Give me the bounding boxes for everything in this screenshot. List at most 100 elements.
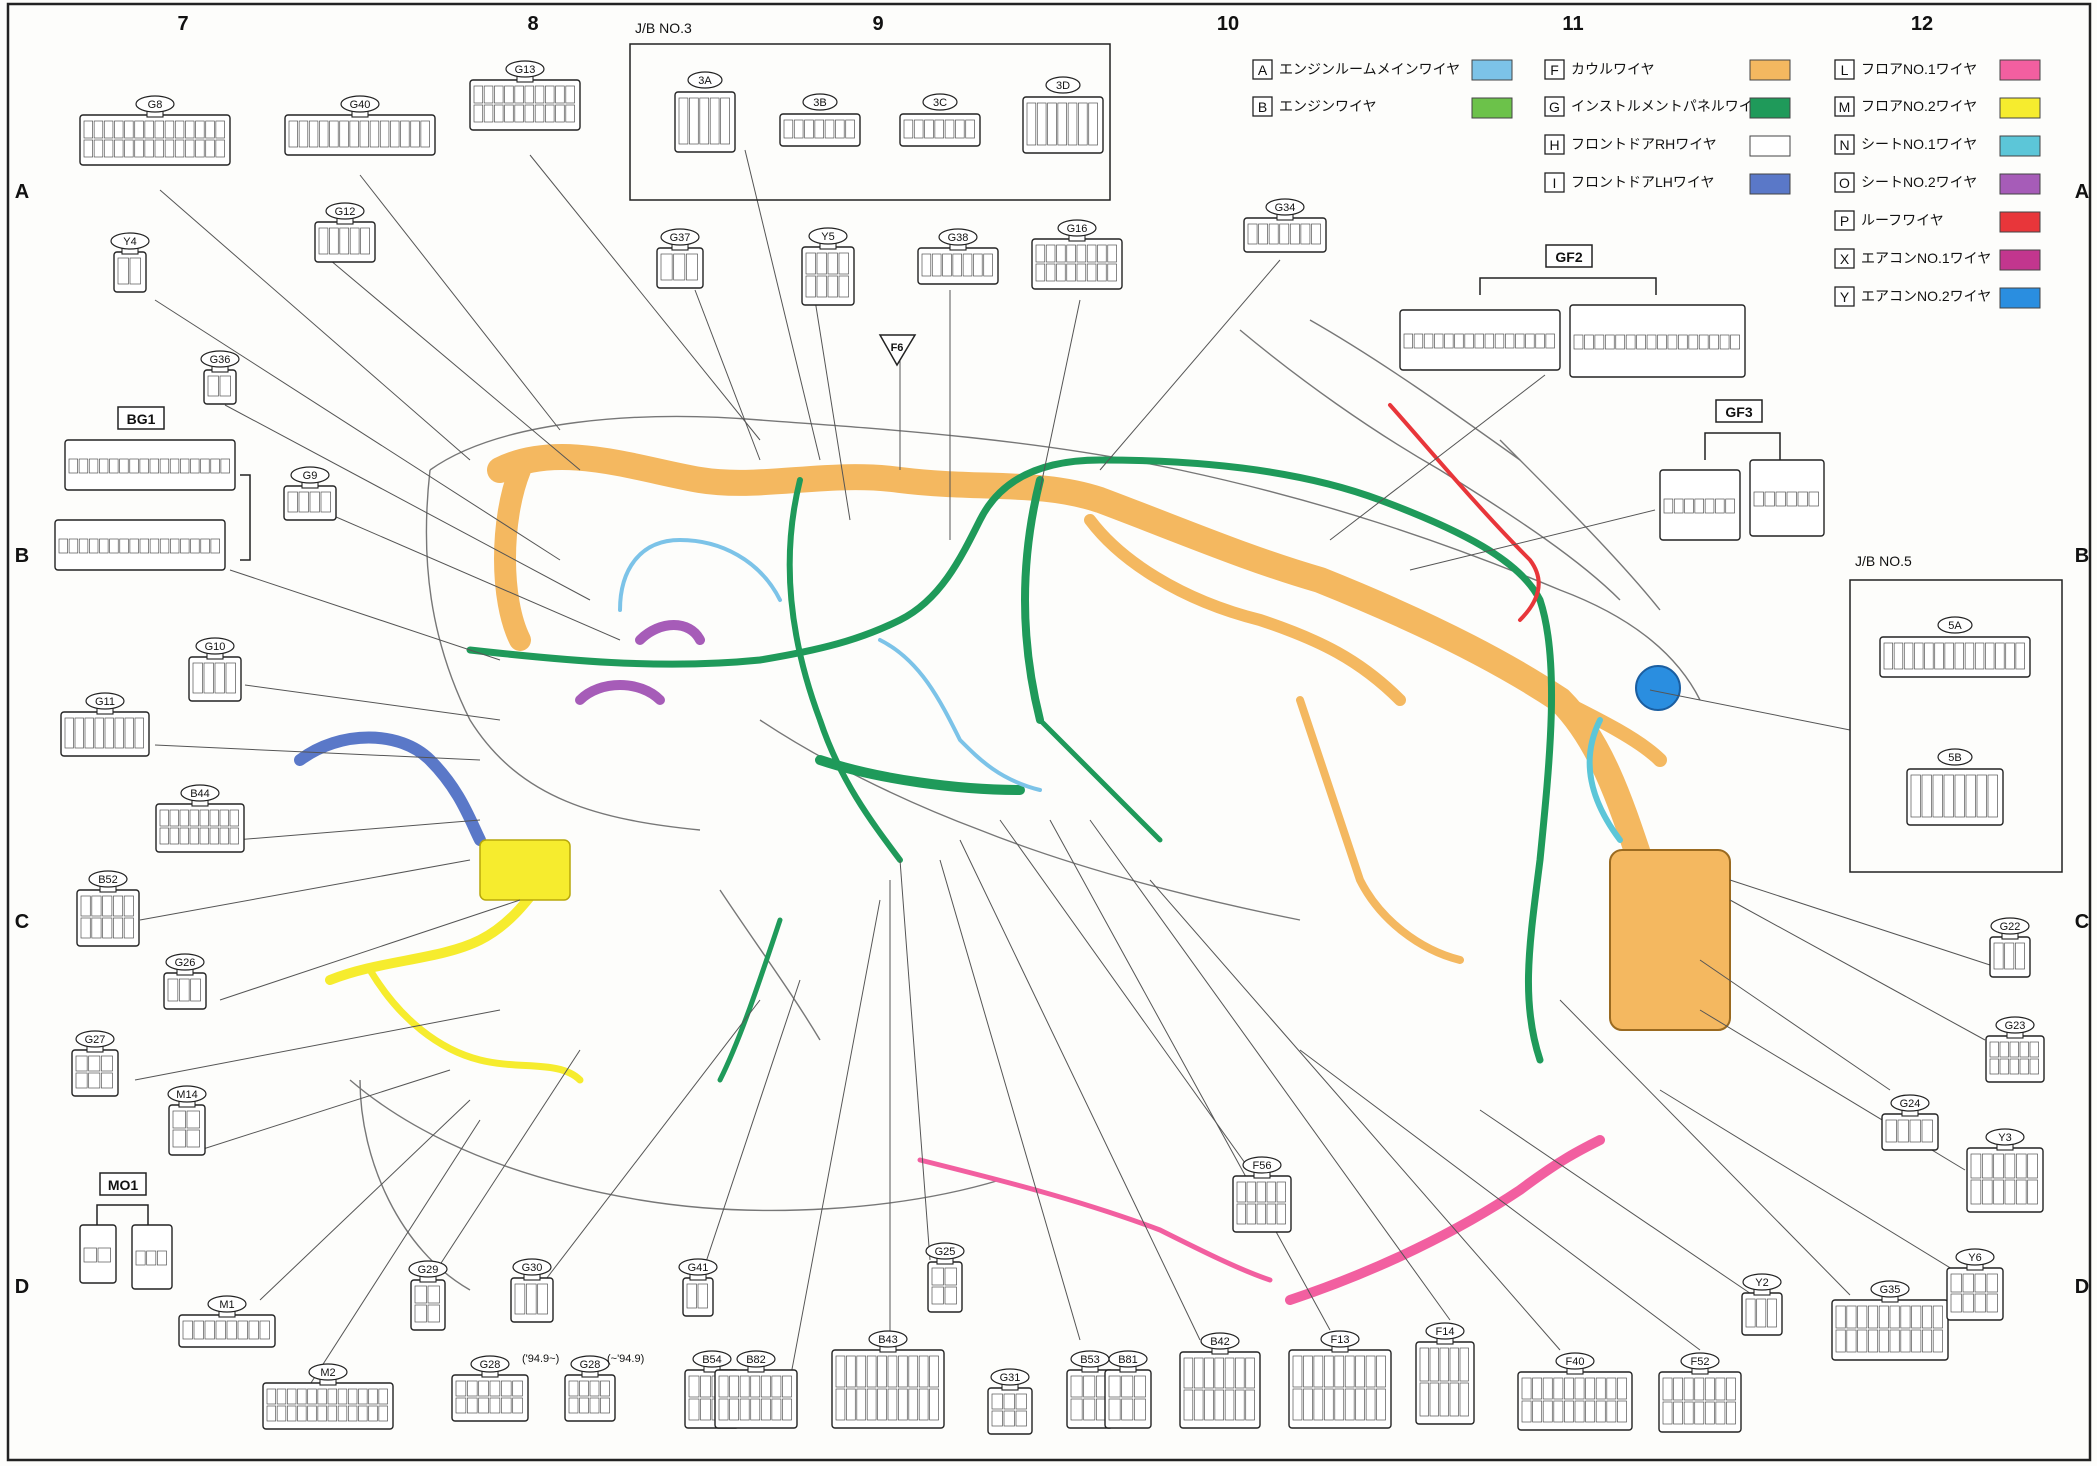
legend-name: カウルワイヤ	[1571, 61, 1655, 77]
group-labels: BG1 GF2 GF3 MO1 F6	[96, 244, 1781, 1225]
connector-y5: Y5	[801, 227, 855, 306]
connector-g8: G8	[79, 95, 231, 166]
connector-tag	[1320, 1330, 1360, 1348]
connector-y4: Y4	[110, 232, 150, 293]
connector-label: B53	[1080, 1354, 1100, 1366]
connector-f56: F56	[1232, 1156, 1292, 1233]
connector-tag	[868, 1330, 908, 1348]
junction-connector-label: 3C	[933, 97, 947, 109]
legend-name: エアコンNO.1ワイヤ	[1861, 250, 1991, 266]
connector-b52: B52	[76, 870, 140, 947]
connector-label: B43	[878, 1334, 898, 1346]
row-label: A	[2075, 181, 2089, 203]
connector-tag	[1108, 1350, 1148, 1368]
connector-g22: G22	[1989, 917, 2031, 978]
connector-label: G12	[335, 206, 356, 218]
junction-connector: 5B	[1906, 748, 2004, 826]
legend-code-box	[1252, 59, 1273, 80]
junction-connector: 3C	[899, 93, 981, 147]
legend-code-box	[1834, 286, 1855, 307]
junction-connector: 3D	[1022, 76, 1104, 154]
junction-block-title: J/B NO.3	[635, 20, 692, 36]
group-connector-body	[1569, 304, 1746, 378]
connector-y2: Y2	[1741, 1273, 1783, 1336]
legend-code-box	[1834, 96, 1855, 117]
connector-label: Y2	[1755, 1277, 1768, 1289]
connector-label: G8	[148, 99, 163, 111]
connector-label: Y4	[123, 236, 136, 248]
connector-tag	[1995, 1016, 2035, 1034]
connector-label: G40	[350, 99, 371, 111]
connector-g16: G16	[1031, 219, 1123, 290]
connector-label: G9	[303, 470, 318, 482]
connector-tag	[1555, 1352, 1595, 1370]
connector-g35: G35	[1831, 1280, 1949, 1361]
group-connector-body	[131, 1224, 173, 1290]
legend-code: G	[1549, 99, 1560, 115]
legend-code-box	[1544, 96, 1565, 117]
connector-tag	[1742, 1273, 1782, 1291]
group-connector-body	[64, 439, 236, 491]
junction-connector-label: 3B	[813, 97, 826, 109]
connector-tag	[1057, 219, 1097, 237]
connector-label: G30	[522, 1262, 543, 1274]
junction-connector-label: 5B	[1948, 752, 1961, 764]
legend-code: O	[1839, 175, 1850, 191]
row-label: B	[15, 545, 29, 567]
wire-harness	[294, 403, 1731, 1305]
connector-tag	[325, 202, 365, 220]
connector-tag	[1242, 1156, 1282, 1174]
legend-code-box	[1834, 59, 1855, 80]
connector-g27: G27	[71, 1030, 119, 1097]
leader-lines	[134, 149, 1991, 1401]
legend-name: ルーフワイヤ	[1861, 212, 1944, 228]
connector-label: M2	[320, 1367, 335, 1379]
connector-b43: B43	[831, 1330, 945, 1429]
connector-label: G28	[480, 1359, 501, 1371]
row-label: A	[15, 181, 29, 203]
connector-body	[510, 1277, 554, 1323]
column-label: 10	[1217, 13, 1239, 35]
connector-g23: G23	[1985, 1016, 2045, 1083]
column-label: 11	[1562, 13, 1583, 35]
connector-g9: G9	[283, 466, 337, 521]
connector-label: G26	[175, 957, 196, 969]
connector-y6: Y6	[1946, 1248, 2004, 1321]
connector-tag	[165, 953, 205, 971]
legend-code: L	[1841, 62, 1849, 78]
connector-g13: G13	[469, 60, 581, 131]
connector-label: G35	[1880, 1284, 1901, 1296]
legend-swatch	[1749, 97, 1791, 119]
legend-code: I	[1553, 175, 1557, 191]
connector-g36: G36	[200, 350, 240, 405]
connector-tag	[505, 60, 545, 78]
legend-swatch	[1999, 211, 2041, 233]
legend-swatch	[1999, 287, 2041, 309]
connector-tag	[570, 1355, 610, 1373]
connector-label: G10	[205, 641, 226, 653]
legend-code-box	[1544, 134, 1565, 155]
connector-label: G23	[2005, 1020, 2026, 1032]
connector-label: M14	[176, 1089, 197, 1101]
connector-g34: G34	[1243, 198, 1327, 253]
legend-code-box	[1544, 59, 1565, 80]
row-label: C	[15, 911, 29, 933]
row-label: D	[2075, 1276, 2089, 1298]
connector-tag	[167, 1085, 207, 1103]
g28-note-old: (~'94.9)	[607, 1353, 644, 1365]
connector-label: G36	[210, 354, 231, 366]
connector-b82: B82	[714, 1350, 798, 1429]
legend-code: P	[1840, 213, 1849, 229]
connector-tag	[692, 1350, 732, 1368]
connector-label: B54	[702, 1354, 722, 1366]
legend-code: N	[1839, 137, 1849, 153]
connector-label: M1	[219, 1299, 234, 1311]
